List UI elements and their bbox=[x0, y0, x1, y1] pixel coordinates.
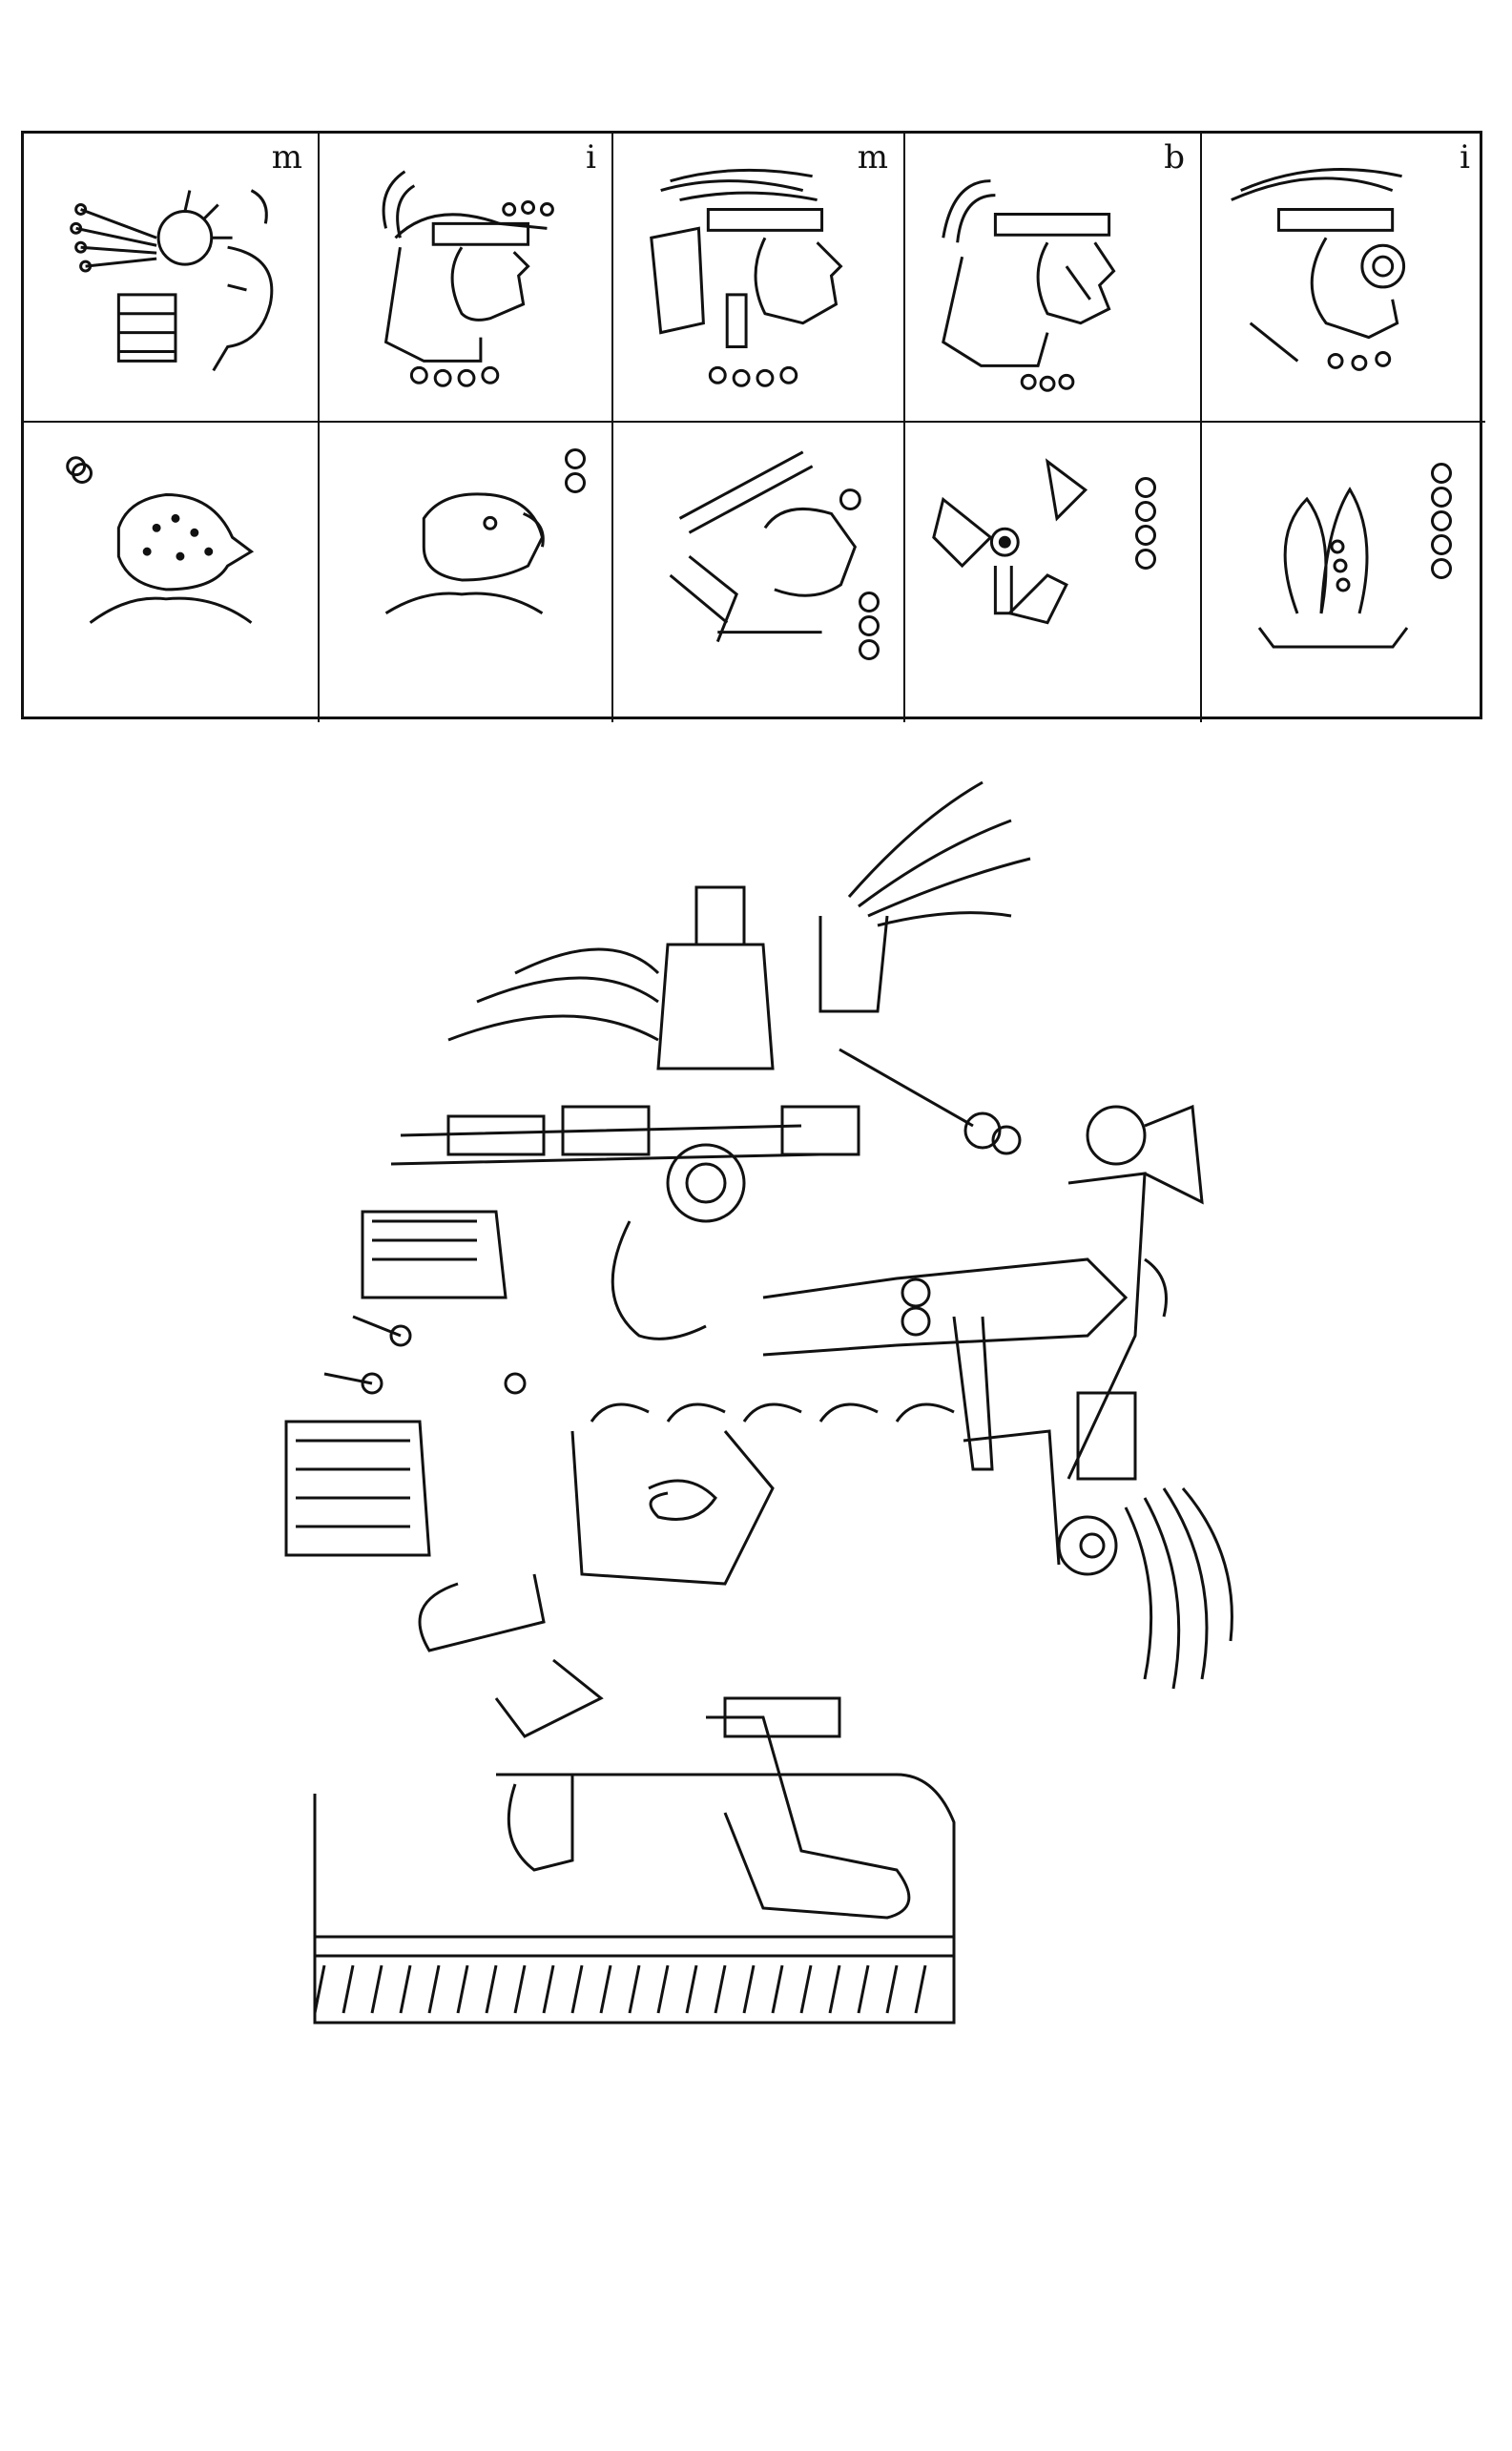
day-number-dots bbox=[859, 592, 880, 660]
headdress-face-with-band-icon bbox=[320, 134, 611, 421]
platform bbox=[315, 1775, 954, 2023]
deity-figure bbox=[229, 763, 1240, 2032]
glyph-cell-4: b bbox=[905, 134, 1202, 423]
headdress-face-with-rayed-emblem-icon bbox=[24, 134, 318, 421]
deity-with-axe-and-captive-icon bbox=[229, 763, 1240, 2032]
glyph-cell-5: i bbox=[1202, 134, 1485, 423]
glyph-cell-3: m bbox=[613, 134, 905, 423]
day-sign-cell-1 bbox=[24, 423, 320, 722]
flint-knife-day-sign-icon bbox=[1202, 423, 1485, 722]
cell-letter: m bbox=[271, 138, 302, 177]
cell-letter: m bbox=[857, 138, 888, 177]
bird-headed-figure-day-sign-icon bbox=[613, 423, 903, 722]
day-sign-cell-4 bbox=[905, 423, 1202, 722]
cell-letter: b bbox=[1164, 138, 1185, 177]
day-number-dots bbox=[1135, 477, 1156, 570]
movement-ollin-day-sign-icon bbox=[905, 423, 1200, 722]
day-number-dots bbox=[1431, 463, 1452, 579]
glyph-cell-1: m bbox=[24, 134, 320, 423]
headdress-face-with-feather-crest-icon bbox=[613, 134, 903, 421]
day-sign-cell-5 bbox=[1202, 423, 1485, 722]
glyph-table: m i m b bbox=[21, 131, 1485, 722]
day-sign-cell-3 bbox=[613, 423, 905, 722]
cell-letter: i bbox=[1460, 138, 1470, 177]
glyph-cell-2: i bbox=[320, 134, 613, 423]
day-sign-cell-2 bbox=[320, 423, 613, 722]
day-number-dots bbox=[565, 448, 586, 493]
cell-letter: i bbox=[586, 138, 596, 177]
eagle-head-day-sign-icon bbox=[320, 423, 611, 722]
headdress-face-with-goggle-eye-icon bbox=[1202, 134, 1485, 421]
jaguar-head-day-sign-icon bbox=[24, 423, 318, 722]
headdress-face-painted-icon bbox=[905, 134, 1200, 421]
day-number-dots bbox=[72, 463, 93, 484]
